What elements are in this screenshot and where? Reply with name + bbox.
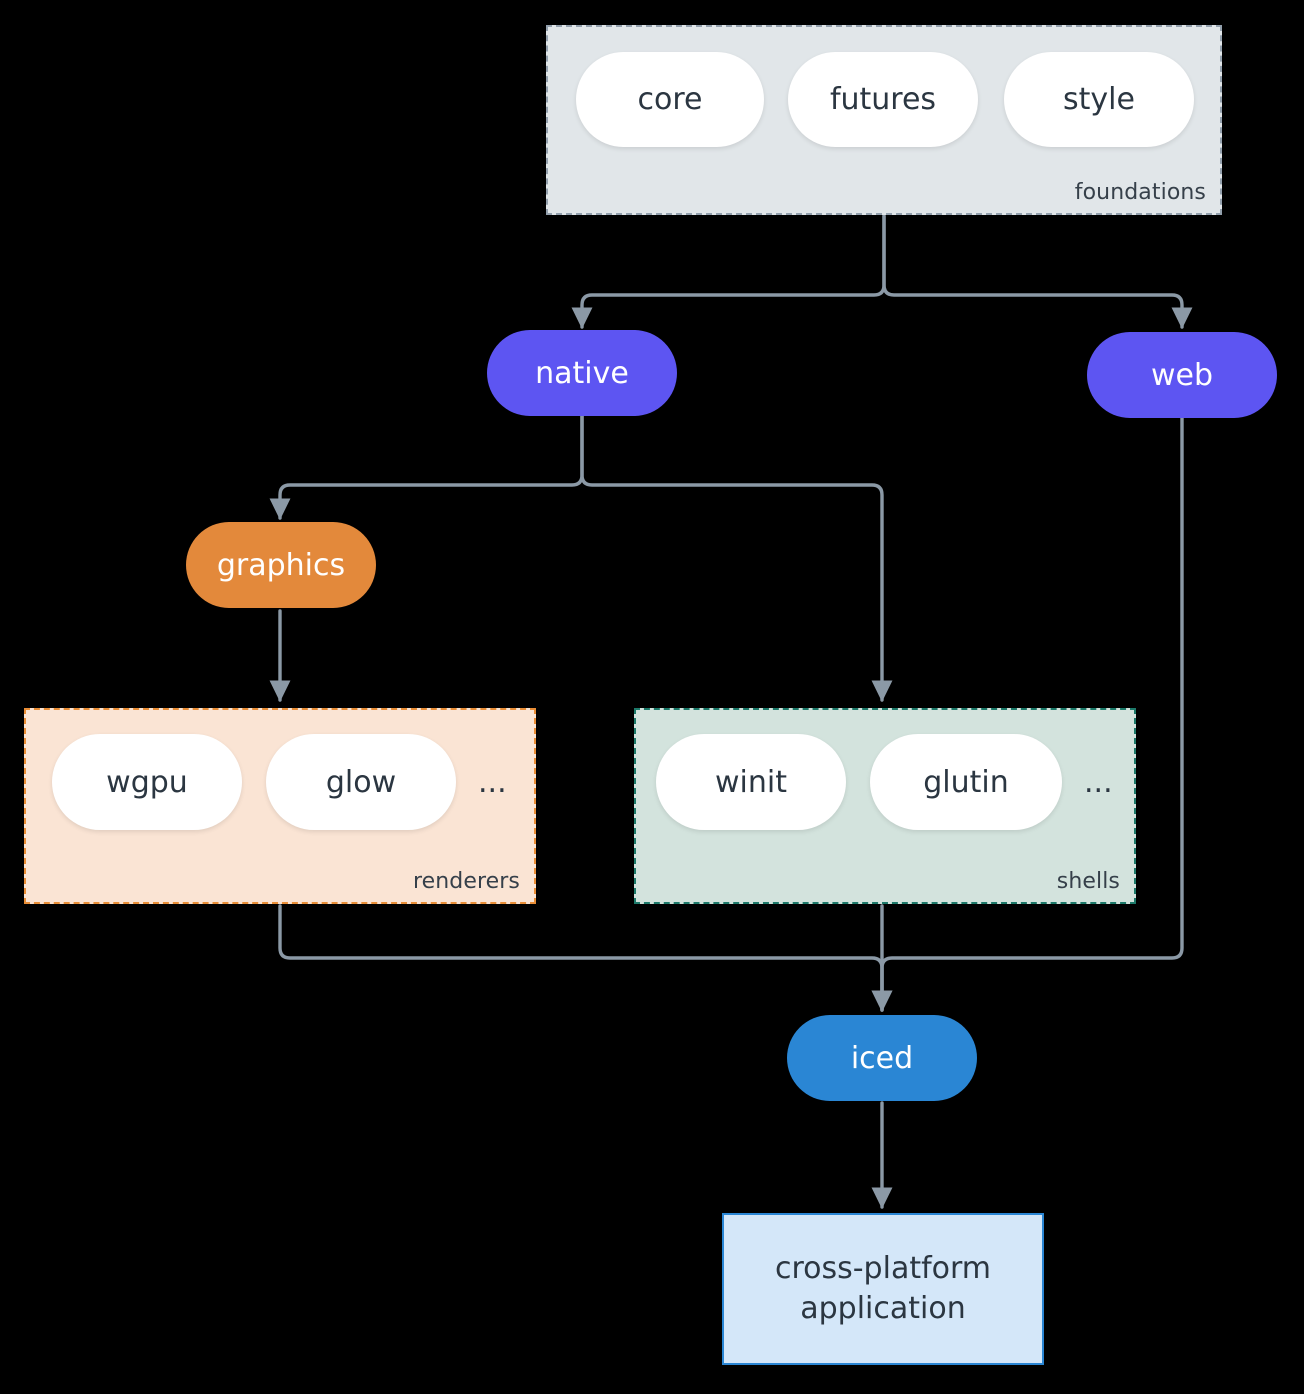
node-style[interactable]: style (1004, 52, 1194, 147)
cluster-renderers: wgpu glow ... renderers (24, 708, 536, 904)
node-iced[interactable]: iced (787, 1015, 977, 1101)
node-core[interactable]: core (576, 52, 764, 147)
node-glutin[interactable]: glutin (870, 734, 1062, 830)
node-winit[interactable]: winit (656, 734, 846, 830)
node-renderers-ellipsis: ... (478, 765, 507, 800)
node-cross-platform-application[interactable]: cross-platform application (722, 1213, 1044, 1365)
application-line-1: cross-platform (774, 1251, 992, 1287)
node-glow[interactable]: glow (266, 734, 456, 830)
application-line-2: application (800, 1291, 966, 1326)
node-native[interactable]: native (487, 330, 677, 416)
node-web[interactable]: web (1087, 332, 1277, 418)
node-graphics[interactable]: graphics (186, 522, 376, 608)
node-shells-ellipsis: ... (1084, 765, 1113, 800)
cluster-foundations-label: foundations (1074, 180, 1206, 205)
cluster-foundations: core futures style foundations (546, 25, 1222, 215)
cluster-shells-label: shells (1056, 869, 1120, 894)
node-wgpu[interactable]: wgpu (52, 734, 242, 830)
node-futures[interactable]: futures (788, 52, 978, 147)
cluster-renderers-label: renderers (412, 869, 520, 894)
cluster-shells: winit glutin ... shells (634, 708, 1136, 904)
